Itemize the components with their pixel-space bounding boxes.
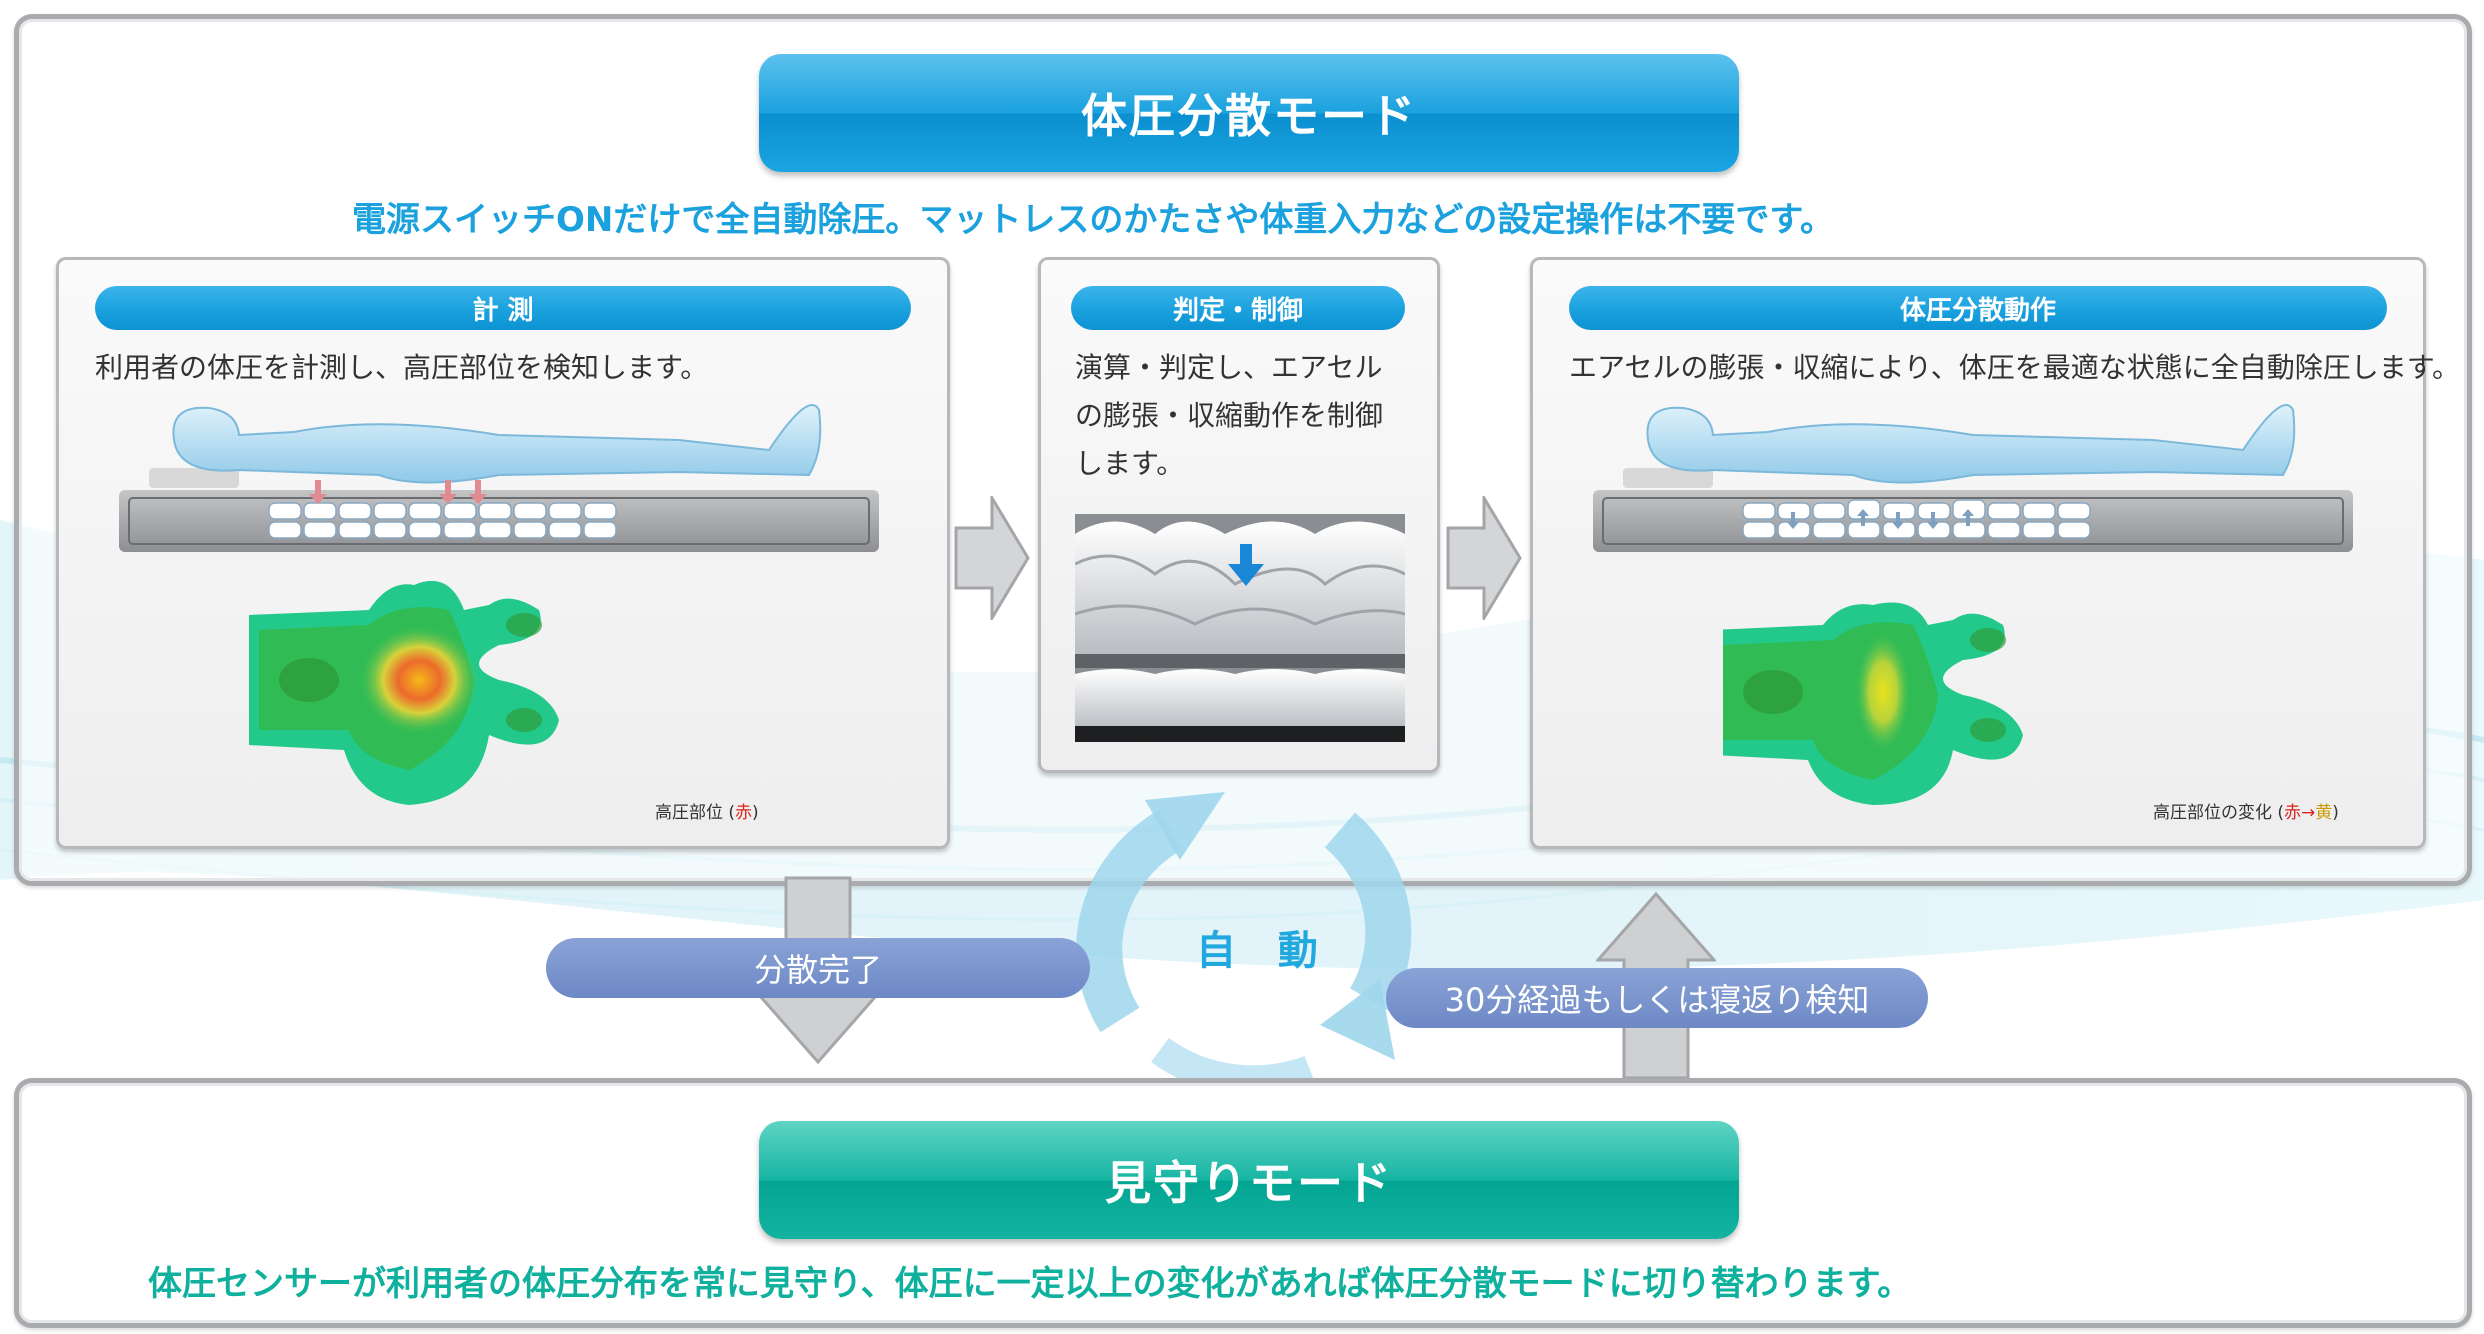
air-cells xyxy=(268,502,617,539)
pressure-arrows xyxy=(309,480,487,504)
air-cell-photo xyxy=(1075,514,1405,742)
right-arrow-icon xyxy=(954,496,1030,620)
control-step-card: 判定・制御 演算・判定し、エアセルの膨張・収縮動作を制御します。 xyxy=(1038,257,1440,773)
body-on-mattress-dispersed-illustration xyxy=(1593,404,2353,552)
control-step-header: 判定・制御 xyxy=(1071,286,1405,330)
right-arrow-icon xyxy=(1446,496,1522,620)
watch-mode-subtitle: 体圧センサーが利用者の体圧分布を常に見守り、体圧に一定以上の変化があれば体圧分散… xyxy=(148,1264,1912,1304)
pressure-heatmap-before xyxy=(249,580,559,805)
measure-step-text: 利用者の体圧を計測し、高圧部位を検知します。 xyxy=(95,351,709,384)
person-body xyxy=(1646,404,2296,484)
pressure-heatmap-after xyxy=(1723,602,2023,805)
measure-note: 高圧部位 (赤) xyxy=(655,803,759,823)
action-note: 高圧部位の変化 (赤→黄) xyxy=(2153,803,2339,823)
dispersion-mode-subtitle: 電源スイッチONだけで全自動除圧。マットレスのかたさや体重入力などの設定操作は不… xyxy=(352,200,1834,240)
mattress xyxy=(119,490,879,552)
cell-movement-arrows xyxy=(1787,509,1974,529)
pillow xyxy=(149,468,239,488)
dispersion-mode-title: 体圧分散モード xyxy=(759,54,1739,172)
measure-step-card: 計 測 利用者の体圧を計測し、高圧部位を検知します。 xyxy=(56,257,950,849)
dispersion-complete-label: 分散完了 xyxy=(546,938,1090,998)
auto-label: 自 動 xyxy=(1196,928,1332,974)
body-on-mattress-illustration xyxy=(119,404,879,552)
measure-step-header: 計 測 xyxy=(95,286,911,330)
watch-mode-title: 見守りモード xyxy=(759,1121,1739,1239)
action-step-text: エアセルの膨張・収縮により、体圧を最適な状態に全自動除圧します。 xyxy=(1569,351,2460,384)
control-step-text: 演算・判定し、エアセルの膨張・収縮動作を制御します。 xyxy=(1075,351,1384,480)
action-step-header: 体圧分散動作 xyxy=(1569,286,2387,330)
action-step-card: 体圧分散動作 エアセルの膨張・収縮により、体圧を最適な状態に全自動除圧します。 xyxy=(1530,257,2460,849)
air-cells xyxy=(1742,499,2091,539)
person-body xyxy=(172,404,822,484)
down-arrow-icon xyxy=(1228,544,1264,586)
trigger-condition-label: 30分経過もしくは寝返り検知 xyxy=(1386,968,1928,1028)
